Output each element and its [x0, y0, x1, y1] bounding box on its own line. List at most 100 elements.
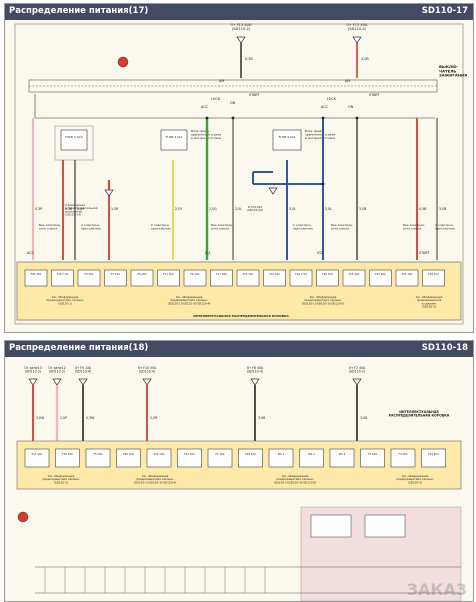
relay-label: FUSE 3 ACC [65, 135, 83, 139]
relay-box-acc [60, 129, 88, 151]
switch-position: START [249, 93, 260, 97]
page-code: SD110-17 [421, 6, 468, 16]
wiring-diagram-17: От F13 40A(SD110-2)От F15 40A(SD110-2)0,… [14, 23, 467, 325]
fuse-label: F27 10A [402, 272, 413, 276]
fuse-source-label: От F2 40A(SD110-2) [349, 366, 366, 374]
wire-label: 3,0B [359, 207, 366, 211]
fuse-label: F4 30A [398, 452, 407, 456]
fuse-box [104, 269, 127, 287]
fuse-label: F25 10A [375, 272, 386, 276]
junction-dot [231, 116, 235, 120]
wire-label: 0,3B [65, 207, 72, 211]
fuse-box [369, 269, 392, 287]
page-title: Распределение питания(17) [9, 6, 149, 16]
fuse-source-label: От F6 40A(SD110-4) [247, 366, 264, 374]
source-connector [28, 378, 38, 386]
page-header: Распределение питания(17) SD110-17 [5, 4, 473, 20]
relay-box [310, 514, 352, 538]
relay-label: FUSE 5 IG2 [279, 135, 296, 139]
fuse-label: F18 10A [322, 272, 333, 276]
wire-label: 0,3W [86, 416, 95, 420]
fuse-label: F23 10A [349, 272, 360, 276]
fuse-box [24, 448, 50, 468]
warning-icon [17, 511, 29, 523]
wire-label: 2,0P [60, 416, 67, 420]
fuse-box [183, 269, 207, 287]
wire-label: 2,0Y [77, 207, 84, 211]
fuse-box [342, 269, 366, 287]
fuse-label: F19 10A [243, 272, 254, 276]
switch-position: ACC [321, 105, 329, 109]
fuse-label: IPS 3 [339, 452, 346, 456]
fuse-label: F12 7,5A [295, 272, 307, 276]
fuse-label: F3 20A [368, 452, 377, 456]
junction-dot [321, 182, 325, 186]
fuse-label: F14 7,5A [57, 272, 69, 276]
fuse-source-label: От F10 50A(SD110-4) [138, 366, 157, 374]
fuse-label: IPS 2 [308, 452, 315, 456]
wire-label: 2,0R [150, 416, 158, 420]
wire-label: 3,0W [36, 416, 45, 420]
fuse-box [238, 448, 263, 468]
key-note: Без электрон-ного ключа [403, 223, 425, 230]
fuse-box [207, 448, 233, 468]
wire-label: 2,0Y [175, 207, 182, 211]
fuse-box [268, 448, 294, 468]
wire-label: 3,0R [361, 57, 369, 61]
fuse-box [51, 269, 74, 287]
fuse-box [130, 269, 154, 287]
wire-label: 2,0G [209, 207, 217, 211]
fuse-box [299, 448, 324, 468]
fuse-label: F1 10A [215, 452, 224, 456]
fuse-label: F26 15A [123, 452, 134, 456]
fuse-label: F20 15A [31, 272, 42, 276]
wire-label: 0,5B [419, 207, 426, 211]
fuse-label: F28 10A [245, 452, 256, 456]
page-code: SD110-18 [421, 343, 468, 353]
watermark: ЗАКА3 [406, 580, 467, 599]
fuse-label: IPS 1 [278, 452, 285, 456]
page-title: Распределение питания(18) [9, 343, 149, 353]
source-connector [250, 378, 260, 386]
switch-position: LOCK [327, 97, 337, 101]
junction-dot [205, 116, 209, 120]
fuse-box [24, 269, 48, 287]
fuse-label: F8 10A [84, 272, 93, 276]
relay-box [364, 514, 406, 538]
fuse-box [263, 269, 286, 287]
wire-label: 2,0L [235, 207, 242, 211]
fuse-box [236, 269, 260, 287]
switch-position: ON [230, 101, 236, 105]
fuse-label: F11 10A [163, 272, 174, 276]
wire-label: 0,3B [245, 57, 253, 61]
key-note: Без электрон-ного ключа [211, 223, 233, 230]
key-note: С электрон-ным ключом [151, 223, 171, 230]
source-connector [352, 36, 362, 44]
warning-icon [117, 56, 129, 68]
relay-box-ig2 [272, 129, 302, 151]
fuse-label: F17 10A [216, 272, 227, 276]
fuse-label: F29 10A [428, 272, 439, 276]
fuse-source-label: От реле10(SD110-2) [24, 366, 41, 374]
key-note: С электрон-ным ключом [293, 223, 313, 230]
fuse-label: F21 10A [184, 452, 195, 456]
fuse-label: F6 10A [190, 272, 199, 276]
fuse-box [329, 448, 355, 468]
connector-triangle [268, 187, 278, 195]
fuse-box [210, 269, 233, 287]
key-note: Без электрон-ного ключа [331, 223, 353, 230]
fuse-label: F5 10A [93, 452, 102, 456]
fuse-box [390, 448, 416, 468]
wire-label: 3,0B [360, 416, 367, 420]
fuse-box [421, 448, 446, 468]
fuse-label: F9 10A [137, 272, 146, 276]
junction-dot [355, 116, 359, 120]
